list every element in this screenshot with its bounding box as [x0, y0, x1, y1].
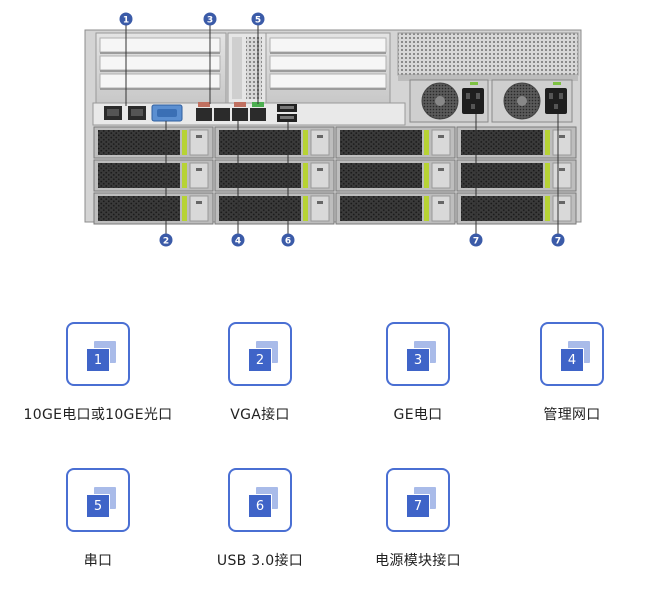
legend-number: 4: [560, 348, 584, 372]
usb-ports: [277, 104, 297, 122]
legend-icon: 3: [386, 322, 450, 386]
svg-text:7: 7: [473, 237, 479, 247]
callout-badge-6: 6: [281, 233, 295, 247]
callout-badge-2: 2: [159, 233, 173, 247]
svg-text:4: 4: [235, 237, 241, 247]
legend-number: 3: [406, 348, 430, 372]
callout-leaders: [125, 25, 559, 234]
pcie-slots-center: [265, 32, 391, 104]
legend-icon: 7: [386, 468, 450, 532]
drive-bay: [214, 192, 335, 225]
svg-text:3: 3: [207, 16, 213, 26]
server-rear-panel-diagram: 1 3 5 2 4 6 7 7: [84, 12, 582, 247]
drive-bays: [93, 126, 577, 225]
svg-text:2: 2: [163, 237, 169, 247]
psu-module-1: [409, 79, 489, 123]
legend-item-5: 5 串口: [18, 468, 178, 570]
drive-bay: [214, 126, 335, 159]
drive-bay: [93, 192, 214, 225]
pcie-slots-left: [95, 32, 227, 104]
drive-bay: [93, 126, 214, 159]
callout-badge-5: 5: [251, 12, 265, 26]
ge-ports: [196, 102, 266, 121]
legend-item-1: 1 10GE电口或10GE光口: [18, 322, 178, 424]
callout-badge-3: 3: [203, 12, 217, 26]
vent-mesh: [397, 32, 579, 81]
legend-number: 6: [248, 494, 272, 518]
drive-bay: [335, 192, 456, 225]
drive-bay: [456, 126, 577, 159]
legend-label: 电源模块接口: [375, 553, 461, 569]
drive-bay: [335, 126, 456, 159]
legend-number: 7: [406, 494, 430, 518]
callout-badge-7b: 7: [551, 233, 565, 247]
legend-icon: 1: [66, 322, 130, 386]
10ge-ports: [104, 106, 146, 120]
legend-item-6: 6 USB 3.0接口: [180, 468, 340, 570]
callout-badge-1: 1: [119, 12, 133, 26]
svg-text:5: 5: [255, 16, 261, 26]
svg-text:7: 7: [555, 237, 561, 247]
drive-bay: [335, 159, 456, 192]
legend-item-3: 3 GE电口: [338, 322, 498, 424]
legend-item-2: 2 VGA接口: [180, 322, 340, 424]
drive-bay: [456, 159, 577, 192]
svg-text:6: 6: [285, 237, 291, 247]
legend-item-4: 4 管理网口: [492, 322, 649, 424]
legend-label: USB 3.0接口: [216, 553, 304, 569]
legend-label: 管理网口: [543, 407, 601, 423]
vga-port: [151, 104, 183, 122]
legend-item-7: 7 电源模块接口: [338, 468, 498, 570]
legend-number: 1: [86, 348, 110, 372]
legend-label: 10GE电口或10GE光口: [23, 407, 173, 423]
legend-label: 串口: [83, 553, 113, 569]
legend-label: GE电口: [393, 407, 443, 423]
legend-number: 5: [86, 494, 110, 518]
legend-label: VGA接口: [230, 407, 290, 423]
legend-icon: 5: [66, 468, 130, 532]
riser-column: [227, 32, 267, 104]
drive-bay: [93, 159, 214, 192]
callout-badge-7a: 7: [469, 233, 483, 247]
legend-icon: 2: [228, 322, 292, 386]
svg-text:1: 1: [123, 16, 129, 26]
drive-bay: [214, 159, 335, 192]
psu-module-2: [491, 79, 573, 123]
legend-icon: 4: [540, 322, 604, 386]
callout-badge-4: 4: [231, 233, 245, 247]
legend-number: 2: [248, 348, 272, 372]
legend-icon: 6: [228, 468, 292, 532]
